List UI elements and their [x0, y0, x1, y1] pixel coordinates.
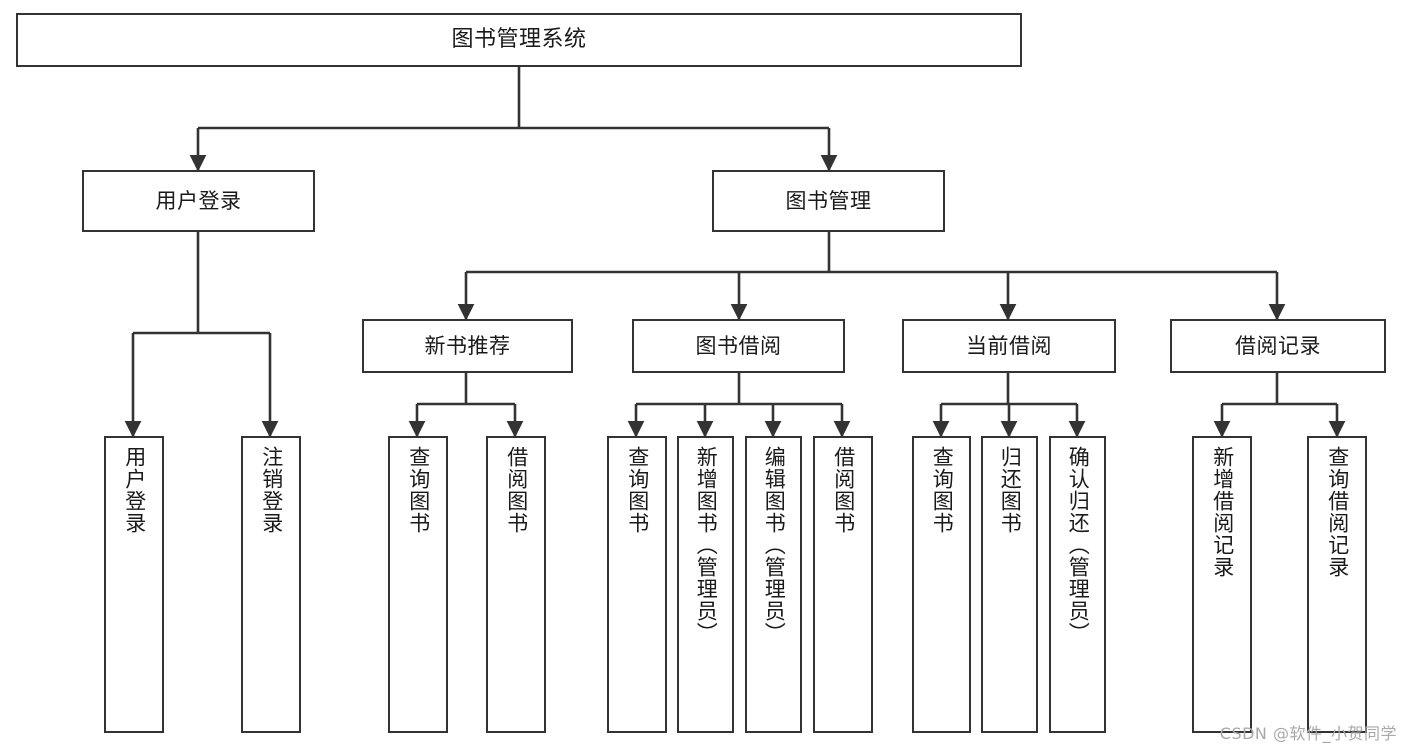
node-leaf-borrow-book-1[interactable]: 借阅图书 [486, 436, 546, 733]
node-root[interactable]: 图书管理系统 [16, 13, 1022, 67]
node-current-borrow[interactable]: 当前借阅 [902, 319, 1116, 373]
node-leaf-edit-book[interactable]: 编辑图书（管理员） [745, 436, 802, 733]
node-leaf-return-book[interactable]: 归还图书 [981, 436, 1038, 733]
node-leaf-query-record[interactable]: 查询借阅记录 [1307, 436, 1367, 733]
node-leaf-confirm-return-label: 确认归还（管理员） [1066, 446, 1091, 644]
node-leaf-edit-book-label: 编辑图书（管理员） [762, 446, 787, 644]
node-new-book-recommend[interactable]: 新书推荐 [362, 319, 573, 373]
node-leaf-add-book[interactable]: 新增图书（管理员） [677, 436, 734, 733]
node-book-management-label: 图书管理 [785, 188, 872, 213]
node-leaf-query-book-3-label: 查询图书 [930, 446, 955, 534]
node-leaf-query-book-1[interactable]: 查询图书 [388, 436, 448, 733]
node-leaf-user-login-label: 用户登录 [122, 446, 147, 534]
node-leaf-add-book-label: 新增图书（管理员） [694, 446, 719, 644]
node-leaf-borrow-book-1-label: 借阅图书 [504, 446, 529, 534]
node-leaf-add-record[interactable]: 新增借阅记录 [1192, 436, 1252, 733]
node-book-borrow-label: 图书借阅 [695, 333, 782, 358]
csdn-watermark: CSDN @软件_小贺同学 [1219, 724, 1397, 743]
node-leaf-borrow-book-2-label: 借阅图书 [831, 446, 856, 534]
node-leaf-logout[interactable]: 注销登录 [241, 436, 301, 733]
node-leaf-query-book-2[interactable]: 查询图书 [607, 436, 667, 733]
node-leaf-query-book-1-label: 查询图书 [406, 446, 431, 534]
node-user-login-label: 用户登录 [155, 188, 242, 213]
node-leaf-logout-label: 注销登录 [259, 446, 284, 534]
node-book-management[interactable]: 图书管理 [712, 170, 945, 232]
node-book-borrow[interactable]: 图书借阅 [632, 319, 845, 373]
node-leaf-user-login[interactable]: 用户登录 [104, 436, 164, 733]
node-current-borrow-label: 当前借阅 [966, 333, 1052, 358]
node-leaf-query-book-2-label: 查询图书 [625, 446, 650, 534]
node-leaf-add-record-label: 新增借阅记录 [1210, 446, 1235, 578]
node-root-label: 图书管理系统 [451, 27, 587, 53]
node-leaf-return-book-label: 归还图书 [998, 446, 1023, 534]
node-leaf-query-book-3[interactable]: 查询图书 [912, 436, 971, 733]
node-user-login[interactable]: 用户登录 [82, 170, 315, 232]
node-borrow-record[interactable]: 借阅记录 [1170, 319, 1386, 373]
node-leaf-borrow-book-2[interactable]: 借阅图书 [813, 436, 873, 733]
node-new-book-recommend-label: 新书推荐 [424, 333, 511, 358]
node-leaf-confirm-return[interactable]: 确认归还（管理员） [1049, 436, 1106, 733]
node-borrow-record-label: 借阅记录 [1235, 333, 1321, 358]
node-leaf-query-record-label: 查询借阅记录 [1325, 446, 1350, 578]
